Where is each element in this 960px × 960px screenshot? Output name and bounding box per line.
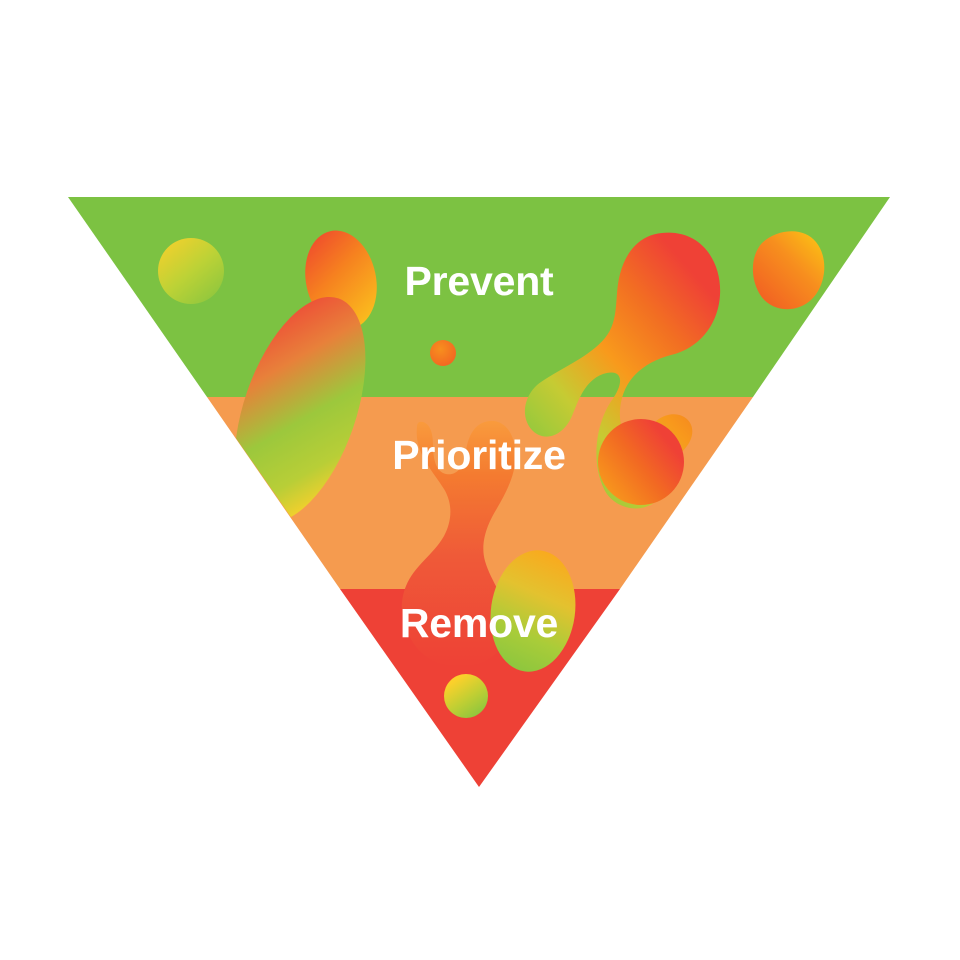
tier-label-remove: Remove xyxy=(400,600,558,646)
tier-label-prioritize: Prioritize xyxy=(392,432,565,478)
blob-layer xyxy=(158,230,825,718)
blob-ellipse-right-edge-icon xyxy=(752,231,825,310)
blob-ellipse-lower-green-icon xyxy=(490,550,576,672)
blob-circle-mid-right-icon xyxy=(598,419,684,505)
blob-dot-center-small-icon xyxy=(430,340,456,366)
blob-circle-top-left-icon xyxy=(158,238,224,304)
blob-hourglass-center-icon xyxy=(401,420,516,667)
blob-capsule-left-long-icon xyxy=(234,296,366,524)
tier-labels: Prevent Prioritize Remove xyxy=(392,258,566,646)
tier-label-prevent: Prevent xyxy=(404,258,554,304)
blob-circle-bottom-small-icon xyxy=(444,674,488,718)
